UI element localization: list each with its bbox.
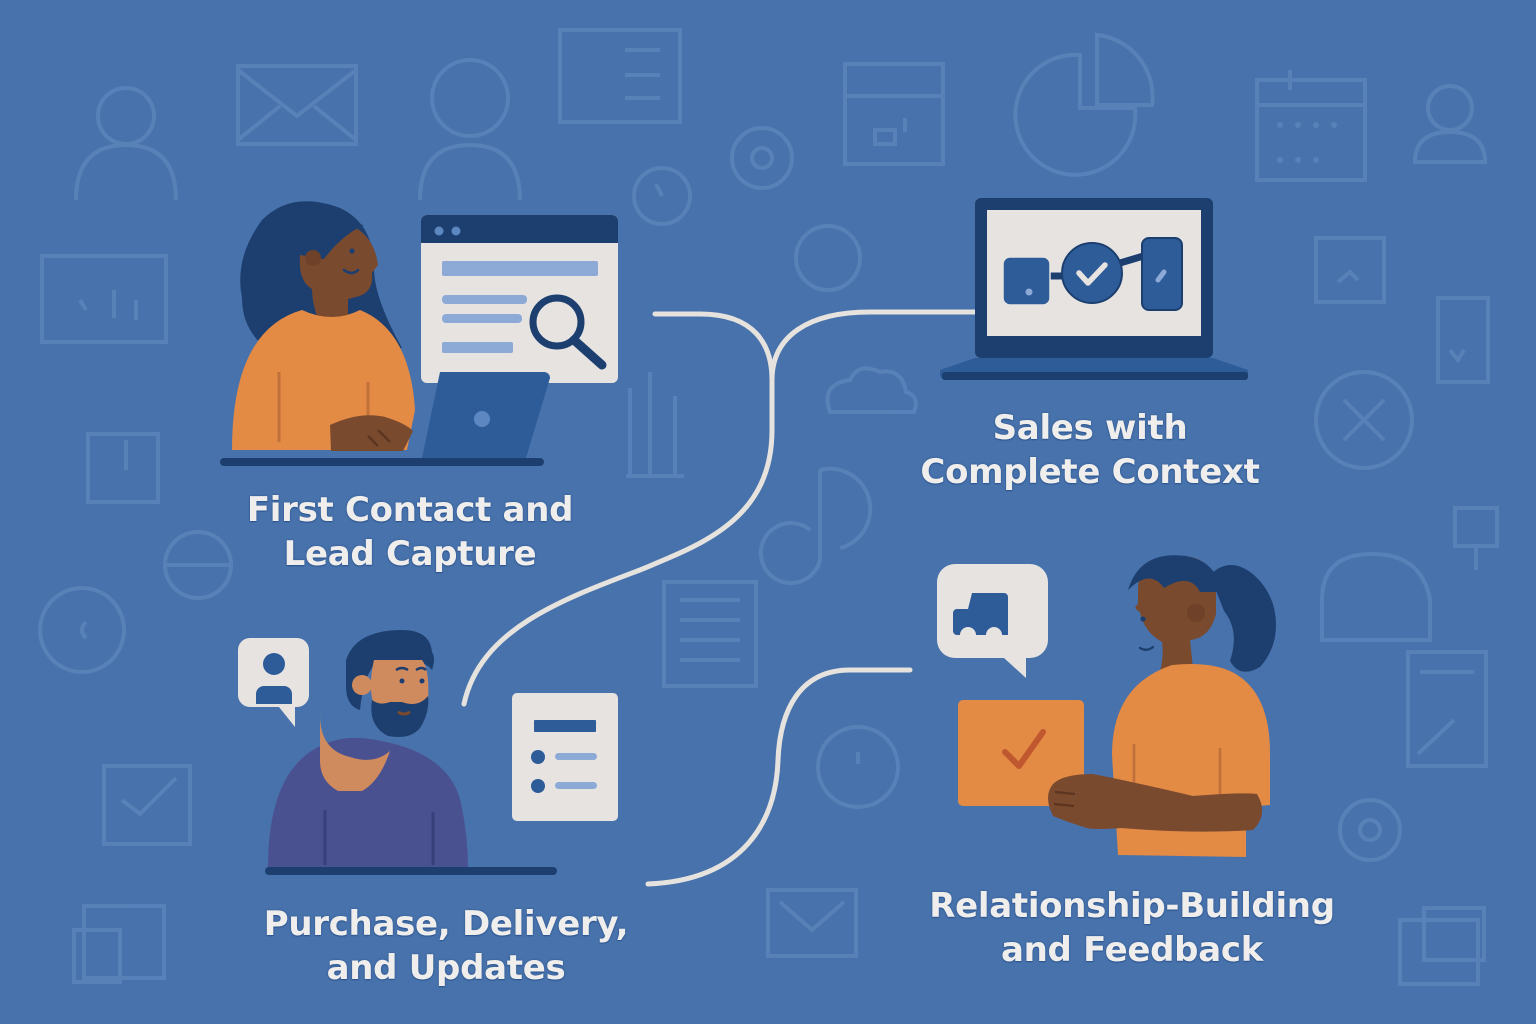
user-icon bbox=[1412, 84, 1488, 164]
stage-3-illustration bbox=[238, 630, 618, 875]
gear-icon bbox=[730, 126, 794, 190]
user-chat-bubble-icon bbox=[238, 638, 309, 727]
minus-circle-icon bbox=[163, 530, 233, 600]
refresh-icon bbox=[38, 586, 126, 674]
document-icon bbox=[86, 432, 160, 504]
stage-3-label-line-1: Purchase, Delivery, bbox=[263, 904, 629, 944]
connector-stage2-to-stage3 bbox=[461, 377, 775, 707]
checked-package-icon bbox=[958, 700, 1084, 806]
checkmark-icon bbox=[1061, 242, 1123, 304]
clock-icon bbox=[794, 224, 862, 292]
check-box-icon bbox=[102, 764, 192, 846]
stage-3-label: Purchase, Delivery, and Updates bbox=[246, 902, 646, 990]
stage-3-label-line-2: and Updates bbox=[326, 948, 566, 988]
check-box-icon bbox=[1314, 236, 1386, 304]
chart-icon bbox=[40, 254, 168, 344]
folder-icon bbox=[1453, 506, 1499, 570]
stage-2-label: Sales with Complete Context bbox=[910, 406, 1270, 494]
search-icon bbox=[529, 294, 607, 370]
woman-avatar bbox=[232, 201, 415, 451]
card-icon bbox=[1320, 551, 1432, 642]
background-icons bbox=[38, 28, 1499, 986]
user-icon bbox=[74, 86, 178, 201]
man-avatar bbox=[268, 630, 468, 868]
stage-1-label-line-1: First Contact and bbox=[246, 490, 574, 530]
cloud-icon bbox=[825, 366, 918, 414]
document-icon bbox=[662, 580, 758, 688]
calendar-icon bbox=[843, 62, 945, 166]
music-icon bbox=[758, 466, 873, 586]
connector-stage1-to-stage2 bbox=[652, 309, 988, 381]
stage-2-label-line-2: Complete Context bbox=[920, 452, 1260, 492]
clock-icon bbox=[632, 166, 692, 226]
stage-2-label-line-1: Sales with bbox=[992, 408, 1188, 448]
device-icon bbox=[1141, 237, 1183, 311]
connector-lines bbox=[461, 309, 988, 887]
document-icon bbox=[1436, 296, 1490, 384]
stage-4-illustration bbox=[937, 555, 1276, 857]
calendar-icon bbox=[1255, 70, 1367, 182]
document-icon bbox=[1398, 906, 1486, 986]
folder-icon bbox=[72, 904, 166, 984]
envelope-icon bbox=[236, 64, 358, 146]
stage-4-label: Relationship-Building and Feedback bbox=[912, 884, 1352, 972]
laptop-icon bbox=[422, 372, 550, 458]
connector-stage3-to-stage4 bbox=[645, 667, 913, 887]
close-circle-icon bbox=[1314, 370, 1414, 470]
gear-icon bbox=[1338, 798, 1402, 862]
bar-chart-icon bbox=[626, 372, 684, 478]
document-icon bbox=[766, 888, 858, 958]
desk-line bbox=[220, 458, 544, 466]
stage-4-label-line-2: and Feedback bbox=[1000, 930, 1264, 970]
stage-1-label-line-2: Lead Capture bbox=[283, 534, 537, 574]
stage-2-illustration bbox=[940, 198, 1248, 380]
user-icon bbox=[418, 58, 522, 201]
checklist-document-icon bbox=[512, 693, 618, 821]
delivery-truck-chat-icon bbox=[937, 564, 1048, 678]
document-icon bbox=[558, 28, 682, 124]
stage-1-illustration bbox=[220, 201, 618, 466]
stage-1-label: First Contact and Lead Capture bbox=[230, 488, 590, 576]
clock-icon bbox=[816, 725, 900, 809]
pie-chart-icon bbox=[1013, 32, 1155, 177]
document-icon bbox=[1406, 650, 1488, 768]
holding-arm bbox=[1048, 774, 1263, 832]
stage-4-label-line-1: Relationship-Building bbox=[929, 886, 1335, 926]
desk-line bbox=[265, 867, 557, 875]
